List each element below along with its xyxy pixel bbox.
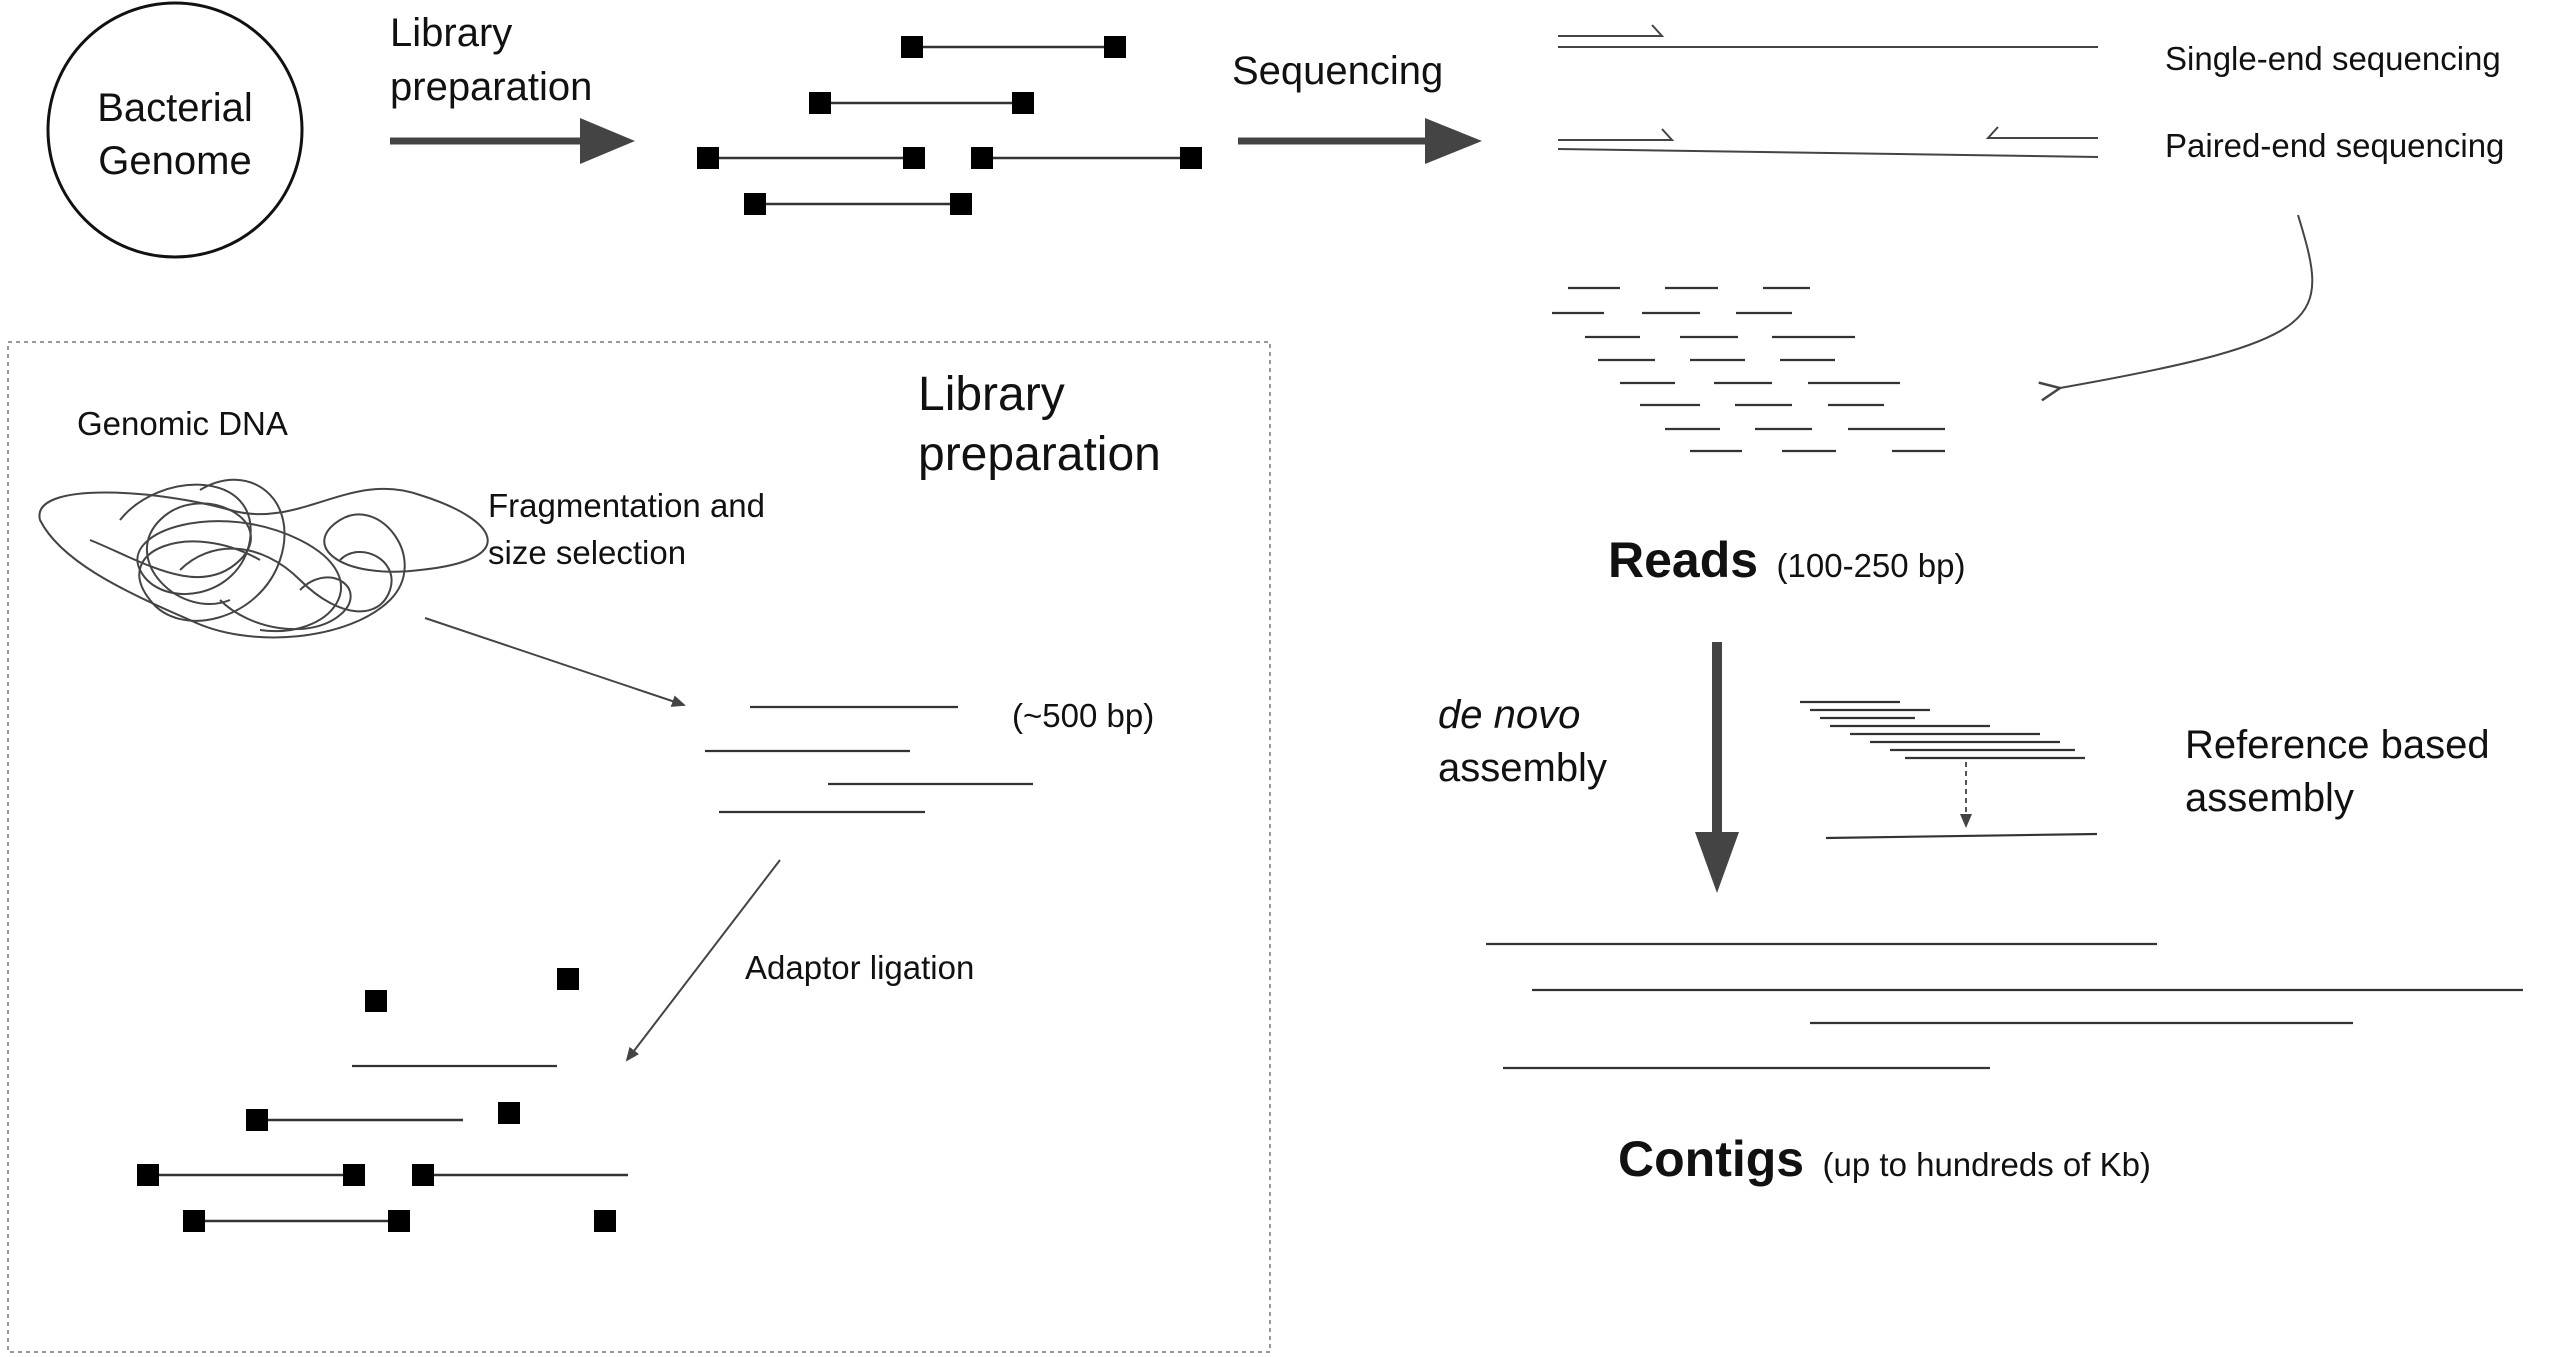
inset-title-line2: preparation (918, 428, 1161, 481)
adaptor-block (971, 147, 993, 169)
sequencing-step: Sequencing (1232, 49, 1482, 164)
contigs-label: Contigs (up to hundreds of Kb) (1618, 1131, 2151, 1187)
contigs-lines (1486, 942, 2523, 1070)
adaptor-block (498, 1102, 520, 1124)
paired-end-sequencing: Paired-end sequencing (1557, 126, 2504, 164)
adaptor-block (388, 1210, 410, 1232)
paired-end-label: Paired-end sequencing (2165, 127, 2504, 164)
reference-genome-line (1825, 832, 2098, 840)
genome-label-line2: Genome (98, 139, 251, 183)
ligated-fragment (412, 1164, 628, 1186)
adaptor-block (137, 1164, 159, 1186)
curved-arrow-to-reads (2060, 214, 2314, 388)
ligated-fragment (971, 147, 1202, 169)
adaptor-block (183, 1210, 205, 1232)
fragmentation-label-line2: size selection (488, 534, 686, 571)
adaptor-block (950, 193, 972, 215)
reads-cluster (1552, 286, 1945, 453)
fragmentation-label-line1: Fragmentation and (488, 487, 765, 524)
template-strand (1557, 148, 2099, 158)
library-prep-step: Library preparation (390, 11, 635, 164)
adaptor-block (697, 147, 719, 169)
ligated-fragment (901, 36, 1126, 58)
ligated-fragment (183, 1210, 410, 1232)
reverse-read-arrow (1985, 126, 2098, 139)
ligated-fragment (246, 1109, 463, 1131)
reference-assembly: Reference based assembly (1800, 700, 2490, 840)
ligated-fragments-top (697, 36, 1202, 215)
single-end-sequencing: Single-end sequencing (1558, 24, 2501, 77)
adaptor-block (744, 193, 766, 215)
adaptor-block (1180, 147, 1202, 169)
adaptor-block (809, 92, 831, 114)
ligated-fragment (697, 147, 925, 169)
adaptor-block (594, 1210, 616, 1232)
fragment-size-label: (~500 bp) (1012, 697, 1154, 734)
reference-assembly-label-line2: assembly (2185, 776, 2354, 820)
reference-assembly-label-line1: Reference based (2185, 723, 2490, 767)
genomic-dna-tangle (38, 478, 489, 639)
adaptor-ligation-arrow (625, 859, 781, 1062)
single-end-label: Single-end sequencing (2165, 40, 2501, 77)
adaptor-block (1104, 36, 1126, 58)
inset-title-line1: Library (918, 368, 1065, 421)
adaptor-block (901, 36, 923, 58)
de-novo-label-line2: assembly (1438, 746, 1607, 790)
sequencing-arrowhead (1425, 118, 1482, 164)
genomic-dna-label: Genomic DNA (77, 405, 288, 442)
library-prep-arrowhead (580, 118, 635, 164)
genome-circle (46, 1, 304, 259)
forward-read-arrow (1558, 128, 1675, 141)
adaptor-block (557, 968, 579, 990)
sequencing-arrow-label: Sequencing (1232, 49, 1443, 93)
adaptor-block (246, 1109, 268, 1131)
adaptor-block (903, 147, 925, 169)
forward-read-arrow (1558, 24, 1665, 37)
reads-label: Reads (100-250 bp) (1608, 532, 1966, 588)
library-prep-inset: Library preparation Genomic DNA Fragment… (7, 341, 1271, 1353)
bacterial-genome: Bacterial Genome (46, 1, 304, 259)
ligated-fragment (809, 92, 1034, 114)
de-novo-assembly: de novo assembly (1438, 642, 1739, 893)
adaptor-block (412, 1164, 434, 1186)
library-prep-arrow-label-line2: preparation (390, 65, 592, 109)
adaptor-block (343, 1164, 365, 1186)
ligation-result (137, 968, 628, 1232)
adaptor-block (365, 990, 387, 1012)
adaptor-ligation-label: Adaptor ligation (745, 949, 974, 986)
ligated-fragment (744, 193, 972, 215)
de-novo-label-line1: de novo (1438, 693, 1580, 737)
genome-label-line1: Bacterial (97, 86, 253, 130)
contigs-title: Contigs (up to hundreds of Kb) (1618, 1131, 2151, 1187)
dna-fragments (705, 705, 1033, 814)
reads-title: Reads (100-250 bp) (1608, 532, 1966, 588)
ligated-fragment (137, 1164, 365, 1186)
adaptor-block (1012, 92, 1034, 114)
de-novo-arrowhead (1695, 832, 1739, 893)
fragmentation-arrow (424, 617, 686, 707)
library-prep-arrow-label-line1: Library (390, 11, 512, 55)
